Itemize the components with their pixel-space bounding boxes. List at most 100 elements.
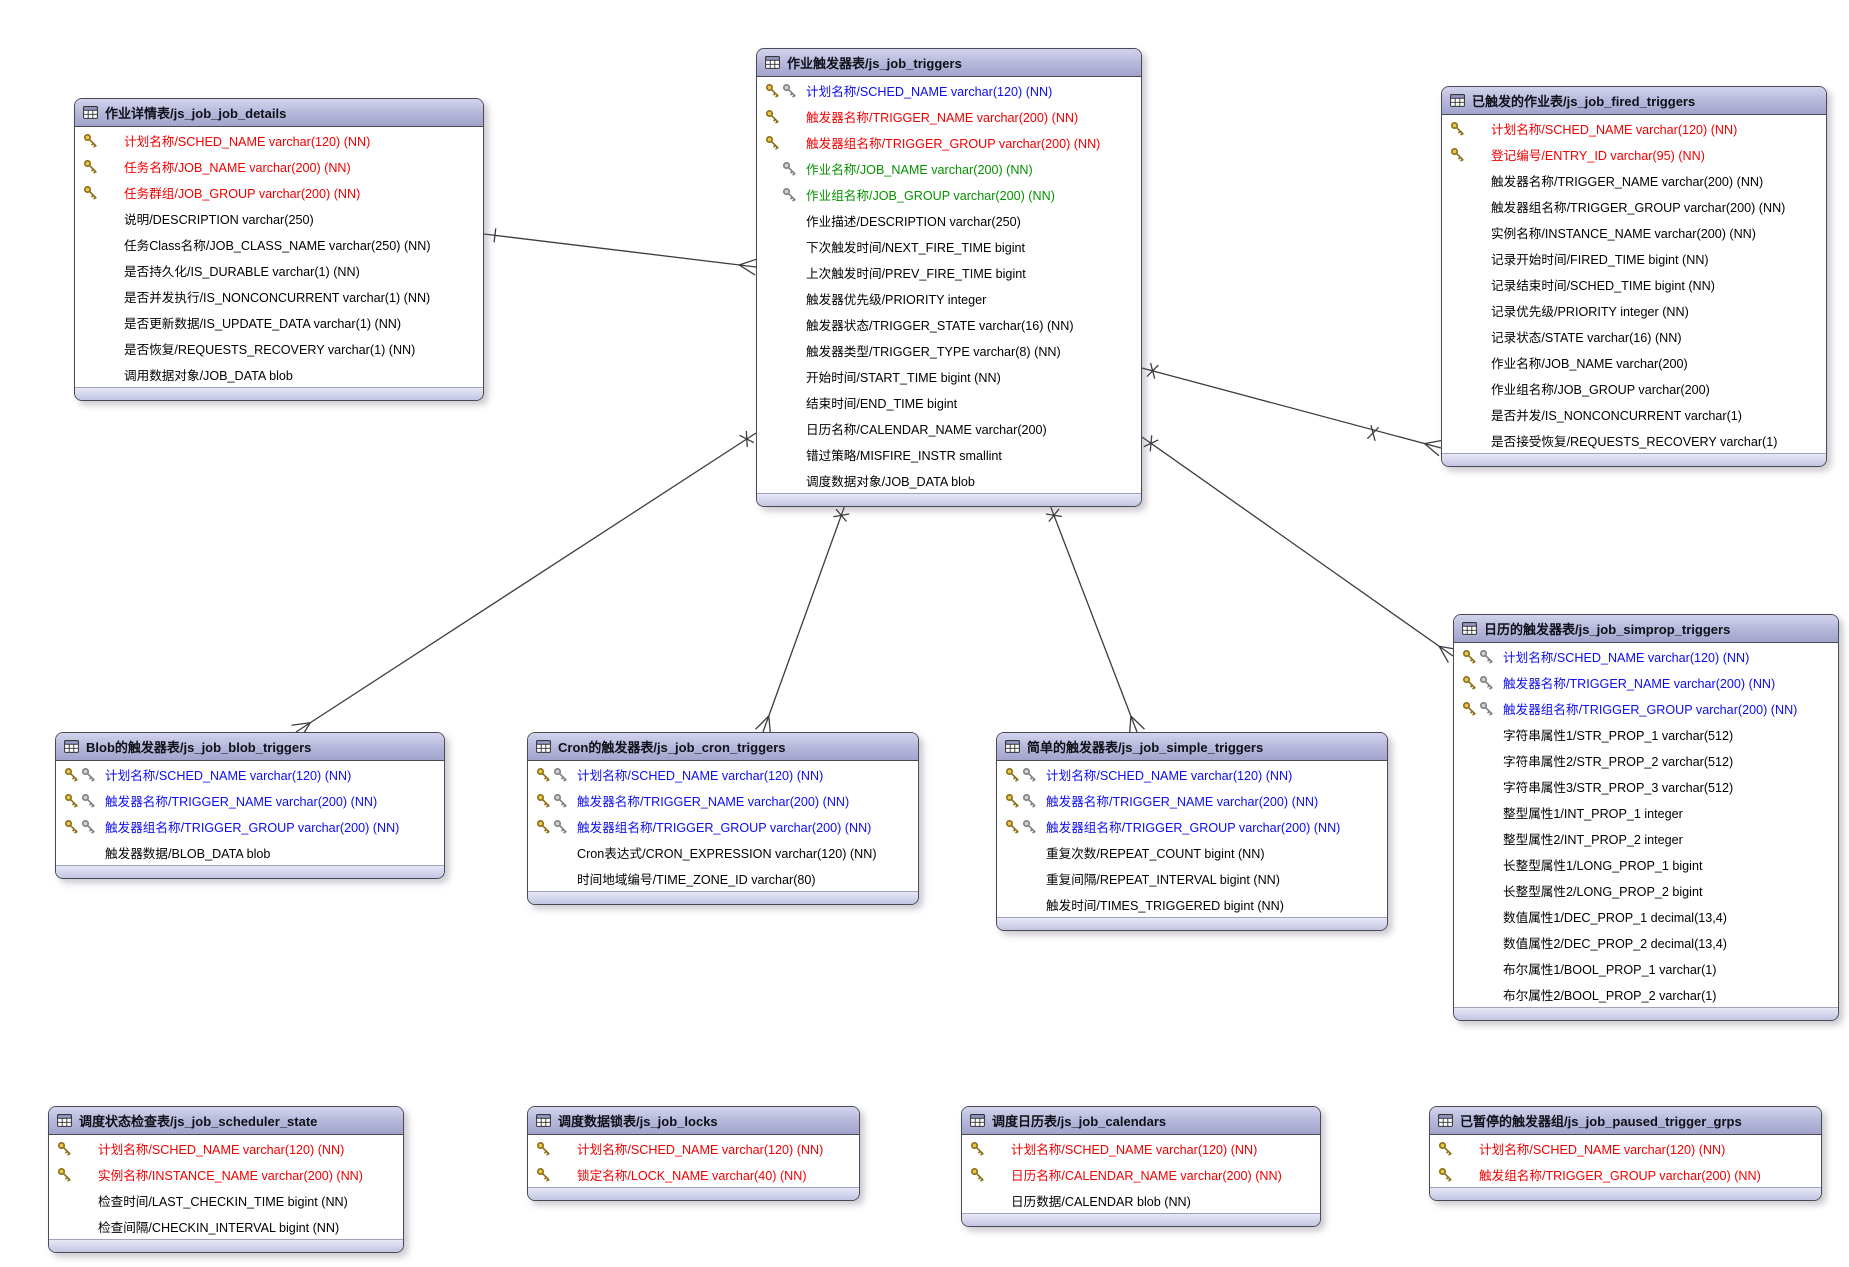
- field-row[interactable]: 计划名称/SCHED_NAME varchar(120) (NN): [528, 1135, 859, 1161]
- field-row[interactable]: 触发器组名称/TRIGGER_GROUP varchar(200) (NN): [1442, 193, 1826, 219]
- table-header[interactable]: 已触发的作业表/js_job_fired_triggers: [1442, 87, 1826, 115]
- field-row[interactable]: 开始时间/START_TIME bigint (NN): [757, 363, 1141, 389]
- field-row[interactable]: 下次触发时间/NEXT_FIRE_TIME bigint: [757, 233, 1141, 259]
- field-row[interactable]: 触发器名称/TRIGGER_NAME varchar(200) (NN): [757, 103, 1141, 129]
- field-row[interactable]: 计划名称/SCHED_NAME varchar(120) (NN): [757, 77, 1141, 103]
- field-row[interactable]: 字符串属性3/STR_PROP_3 varchar(512): [1454, 773, 1838, 799]
- field-row[interactable]: 触发器数据/BLOB_DATA blob: [56, 839, 444, 865]
- field-row[interactable]: 重复间隔/REPEAT_INTERVAL bigint (NN): [997, 865, 1387, 891]
- field-row[interactable]: 是否并发/IS_NONCONCURRENT varchar(1): [1442, 401, 1826, 427]
- field-row[interactable]: 触发器组名称/TRIGGER_GROUP varchar(200) (NN): [997, 813, 1387, 839]
- field-row[interactable]: 布尔属性2/BOOL_PROP_2 varchar(1): [1454, 981, 1838, 1007]
- field-row[interactable]: 登记编号/ENTRY_ID varchar(95) (NN): [1442, 141, 1826, 167]
- field-row[interactable]: 任务名称/JOB_NAME varchar(200) (NN): [75, 153, 483, 179]
- relationship-line[interactable]: [483, 228, 758, 276]
- field-row[interactable]: 实例名称/INSTANCE_NAME varchar(200) (NN): [1442, 219, 1826, 245]
- table-header[interactable]: 已暂停的触发器组/js_job_paused_trigger_grps: [1430, 1107, 1821, 1135]
- field-row[interactable]: 任务群组/JOB_GROUP varchar(200) (NN): [75, 179, 483, 205]
- field-row[interactable]: 触发器名称/TRIGGER_NAME varchar(200) (NN): [56, 787, 444, 813]
- table-header[interactable]: 调度日历表/js_job_calendars: [962, 1107, 1320, 1135]
- field-row[interactable]: 作业组名称/JOB_GROUP varchar(200) (NN): [757, 181, 1141, 207]
- field-row[interactable]: 布尔属性1/BOOL_PROP_1 varchar(1): [1454, 955, 1838, 981]
- field-row[interactable]: 触发器名称/TRIGGER_NAME varchar(200) (NN): [997, 787, 1387, 813]
- field-row[interactable]: 数值属性1/DEC_PROP_1 decimal(13,4): [1454, 903, 1838, 929]
- field-row[interactable]: 字符串属性2/STR_PROP_2 varchar(512): [1454, 747, 1838, 773]
- field-row[interactable]: 计划名称/SCHED_NAME varchar(120) (NN): [1430, 1135, 1821, 1161]
- field-row[interactable]: 记录状态/STATE varchar(16) (NN): [1442, 323, 1826, 349]
- field-row[interactable]: 计划名称/SCHED_NAME varchar(120) (NN): [962, 1135, 1320, 1161]
- field-row[interactable]: 日历数据/CALENDAR blob (NN): [962, 1187, 1320, 1213]
- field-row[interactable]: 作业名称/JOB_NAME varchar(200) (NN): [757, 155, 1141, 181]
- field-row[interactable]: 记录开始时间/FIRED_TIME bigint (NN): [1442, 245, 1826, 271]
- field-row[interactable]: 检查时间/LAST_CHECKIN_TIME bigint (NN): [49, 1187, 403, 1213]
- field-row[interactable]: 触发器名称/TRIGGER_NAME varchar(200) (NN): [1454, 669, 1838, 695]
- field-row[interactable]: 触发时间/TIMES_TRIGGERED bigint (NN): [997, 891, 1387, 917]
- field-row[interactable]: 触发器优先级/PRIORITY integer: [757, 285, 1141, 311]
- field-row[interactable]: 触发器类型/TRIGGER_TYPE varchar(8) (NN): [757, 337, 1141, 363]
- field-row[interactable]: 计划名称/SCHED_NAME varchar(120) (NN): [49, 1135, 403, 1161]
- field-row[interactable]: 整型属性2/INT_PROP_2 integer: [1454, 825, 1838, 851]
- field-row[interactable]: 计划名称/SCHED_NAME varchar(120) (NN): [1454, 643, 1838, 669]
- table-header[interactable]: 调度数据锁表/js_job_locks: [528, 1107, 859, 1135]
- field-row[interactable]: 上次触发时间/PREV_FIRE_TIME bigint: [757, 259, 1141, 285]
- field-row[interactable]: 是否并发执行/IS_NONCONCURRENT varchar(1) (NN): [75, 283, 483, 309]
- field-row[interactable]: 作业描述/DESCRIPTION varchar(250): [757, 207, 1141, 233]
- table-header[interactable]: 作业触发器表/js_job_triggers: [757, 49, 1141, 77]
- field-row[interactable]: 错过策略/MISFIRE_INSTR smallint: [757, 441, 1141, 467]
- field-row[interactable]: 日历名称/CALENDAR_NAME varchar(200): [757, 415, 1141, 441]
- relationship-line[interactable]: [1141, 362, 1444, 457]
- table-header[interactable]: 简单的触发器表/js_job_simple_triggers: [997, 733, 1387, 761]
- field-row[interactable]: 计划名称/SCHED_NAME varchar(120) (NN): [528, 761, 918, 787]
- relationship-line[interactable]: [1141, 435, 1458, 663]
- field-row[interactable]: 记录优先级/PRIORITY integer (NN): [1442, 297, 1826, 323]
- field-row[interactable]: 长整型属性2/LONG_PROP_2 bigint: [1454, 877, 1838, 903]
- field-row[interactable]: 触发器组名称/TRIGGER_GROUP varchar(200) (NN): [56, 813, 444, 839]
- field-row[interactable]: 作业组名称/JOB_GROUP varchar(200): [1442, 375, 1826, 401]
- table-header[interactable]: 调度状态检查表/js_job_scheduler_state: [49, 1107, 403, 1135]
- field-row[interactable]: 日历名称/CALENDAR_NAME varchar(200) (NN): [962, 1161, 1320, 1187]
- field-row[interactable]: 字符串属性1/STR_PROP_1 varchar(512): [1454, 721, 1838, 747]
- table-header[interactable]: 日历的触发器表/js_job_simprop_triggers: [1454, 615, 1838, 643]
- field-row[interactable]: 是否恢复/REQUESTS_RECOVERY varchar(1) (NN): [75, 335, 483, 361]
- field-row[interactable]: 说明/DESCRIPTION varchar(250): [75, 205, 483, 231]
- field-row[interactable]: 计划名称/SCHED_NAME varchar(120) (NN): [75, 127, 483, 153]
- field-row[interactable]: 任务Class名称/JOB_CLASS_NAME varchar(250) (N…: [75, 231, 483, 257]
- field-row[interactable]: 长整型属性1/LONG_PROP_1 bigint: [1454, 851, 1838, 877]
- field-row[interactable]: 检查间隔/CHECKIN_INTERVAL bigint (NN): [49, 1213, 403, 1239]
- field-row[interactable]: 触发器状态/TRIGGER_STATE varchar(16) (NN): [757, 311, 1141, 337]
- field-row[interactable]: 数值属性2/DEC_PROP_2 decimal(13,4): [1454, 929, 1838, 955]
- field-row[interactable]: 整型属性1/INT_PROP_1 integer: [1454, 799, 1838, 825]
- table-header[interactable]: Cron的触发器表/js_job_cron_triggers: [528, 733, 918, 761]
- field-row[interactable]: 调度数据对象/JOB_DATA blob: [757, 467, 1141, 493]
- relationship-line[interactable]: [755, 504, 850, 735]
- field-row[interactable]: 触发器组名称/TRIGGER_GROUP varchar(200) (NN): [528, 813, 918, 839]
- field-row[interactable]: Cron表达式/CRON_EXPRESSION varchar(120) (NN…: [528, 839, 918, 865]
- field-row[interactable]: 调用数据对象/JOB_DATA blob: [75, 361, 483, 387]
- field-row[interactable]: 锁定名称/LOCK_NAME varchar(40) (NN): [528, 1161, 859, 1187]
- field-row[interactable]: 作业名称/JOB_NAME varchar(200): [1442, 349, 1826, 375]
- field-row[interactable]: 触发器名称/TRIGGER_NAME varchar(200) (NN): [528, 787, 918, 813]
- field-row[interactable]: 计划名称/SCHED_NAME varchar(120) (NN): [997, 761, 1387, 787]
- field-row[interactable]: 触发器名称/TRIGGER_NAME varchar(200) (NN): [1442, 167, 1826, 193]
- field-row[interactable]: 计划名称/SCHED_NAME varchar(120) (NN): [1442, 115, 1826, 141]
- table-header[interactable]: 作业详情表/js_job_job_details: [75, 99, 483, 127]
- field-row[interactable]: 计划名称/SCHED_NAME varchar(120) (NN): [56, 761, 444, 787]
- field-row[interactable]: 结束时间/END_TIME bigint: [757, 389, 1141, 415]
- relationship-line[interactable]: [1045, 504, 1145, 735]
- field-row[interactable]: 重复次数/REPEAT_COUNT bigint (NN): [997, 839, 1387, 865]
- field-row[interactable]: 是否持久化/IS_DURABLE varchar(1) (NN): [75, 257, 483, 283]
- field-row[interactable]: 触发器组名称/TRIGGER_GROUP varchar(200) (NN): [757, 129, 1141, 155]
- field-row[interactable]: 触发器组名称/TRIGGER_GROUP varchar(200) (NN): [1454, 695, 1838, 721]
- field-row[interactable]: 记录结束时间/SCHED_TIME bigint (NN): [1442, 271, 1826, 297]
- field-row[interactable]: 触发组名称/TRIGGER_GROUP varchar(200) (NN): [1430, 1161, 1821, 1187]
